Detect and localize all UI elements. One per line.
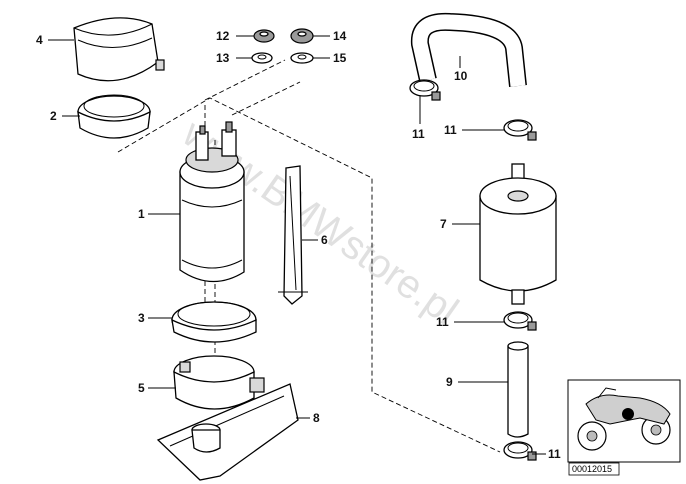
part-clamp-11-top-left bbox=[409, 79, 441, 101]
callout-10: 10 bbox=[454, 69, 468, 83]
callout-11-top-right: 11 bbox=[444, 123, 457, 137]
callout-11-bottom: 11 bbox=[548, 447, 561, 461]
part-holder-8 bbox=[156, 383, 299, 481]
callout-12: 12 bbox=[216, 29, 230, 43]
callout-labels: 4 2 1 3 5 8 6 12 13 14 15 10 11 11 7 11 … bbox=[36, 29, 561, 461]
callout-1: 1 bbox=[138, 207, 145, 221]
part-clamp-11-top-right bbox=[503, 119, 537, 141]
part-clamp-11-bottom bbox=[503, 441, 537, 461]
callout-6: 6 bbox=[321, 233, 328, 247]
callout-9: 9 bbox=[446, 375, 453, 389]
part-washer-13 bbox=[251, 52, 273, 64]
motorcycle-icon bbox=[577, 387, 671, 451]
part-filter-7 bbox=[479, 163, 557, 305]
part-bracket-5 bbox=[173, 355, 265, 410]
part-hose-10 bbox=[410, 12, 527, 87]
figure-code: 00012015 bbox=[572, 464, 612, 474]
part-fuel-pump-1 bbox=[179, 121, 245, 283]
part-ring-3 bbox=[171, 301, 257, 343]
callout-7: 7 bbox=[440, 217, 447, 231]
callout-11-middle: 11 bbox=[436, 315, 449, 329]
part-nut-12 bbox=[253, 29, 275, 43]
callout-11-top-left: 11 bbox=[412, 127, 425, 141]
callout-14: 14 bbox=[333, 29, 347, 43]
part-hose-9 bbox=[507, 341, 529, 438]
callout-13: 13 bbox=[216, 51, 230, 65]
part-cover-4 bbox=[73, 17, 165, 82]
callout-4: 4 bbox=[36, 33, 43, 47]
part-ring-2 bbox=[77, 94, 151, 139]
leader-lines bbox=[48, 35, 546, 455]
motorcycle-inset: 00012015 bbox=[567, 379, 681, 476]
callout-3: 3 bbox=[138, 311, 145, 325]
part-clamp-11-middle bbox=[503, 311, 537, 331]
callout-15: 15 bbox=[333, 51, 347, 65]
part-nut-14 bbox=[290, 28, 314, 44]
callout-8: 8 bbox=[313, 411, 320, 425]
part-strap-6 bbox=[278, 165, 308, 305]
callout-2: 2 bbox=[50, 109, 57, 123]
part-washer-15 bbox=[290, 52, 314, 64]
callout-5: 5 bbox=[138, 381, 145, 395]
